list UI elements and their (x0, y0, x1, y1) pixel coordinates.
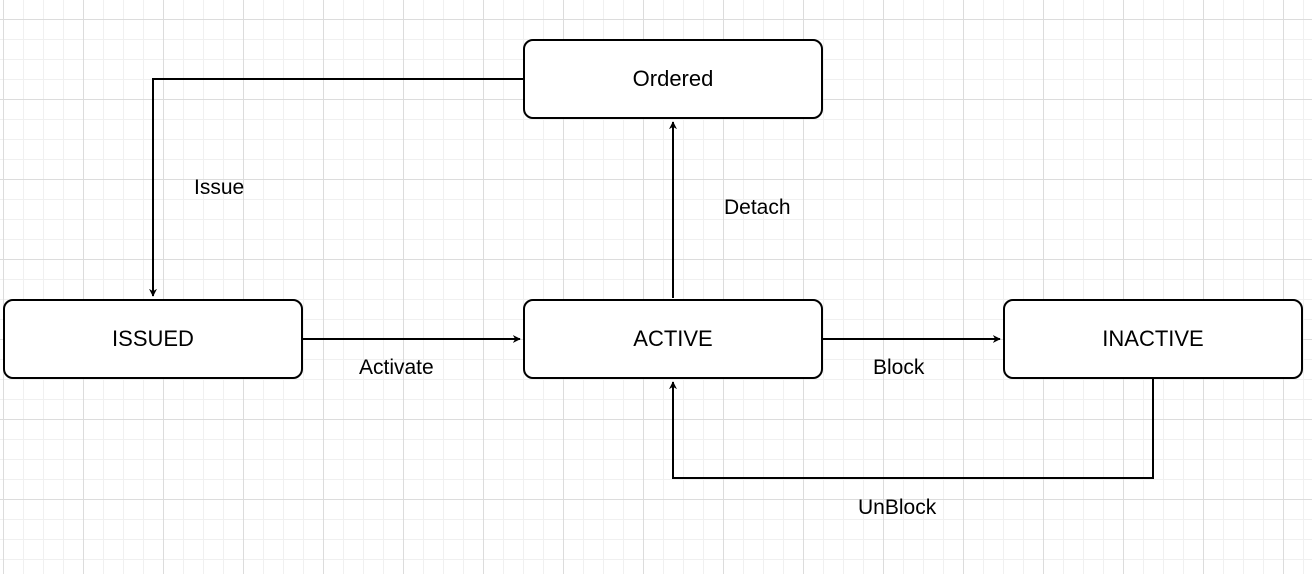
edge-issue-label: Issue (194, 176, 245, 199)
state-node-active-label: ACTIVE (633, 326, 713, 351)
edge-unblock-label: UnBlock (858, 496, 937, 519)
edge-block-label: Block (873, 356, 925, 379)
state-node-issued[interactable]: ISSUED (3, 299, 303, 379)
state-node-inactive[interactable]: INACTIVE (1003, 299, 1303, 379)
state-node-active[interactable]: ACTIVE (523, 299, 823, 379)
state-node-ordered-label: Ordered (632, 66, 714, 91)
state-node-ordered[interactable]: Ordered (523, 39, 823, 119)
edge-unblock-line (669, 379, 1154, 479)
edge-issue-line (149, 78, 523, 297)
edge-activate-label: Activate (359, 356, 434, 379)
state-node-inactive-label: INACTIVE (1102, 326, 1204, 351)
edge-detach-label: Detach (724, 196, 791, 219)
state-node-issued-label: ISSUED (112, 326, 194, 351)
